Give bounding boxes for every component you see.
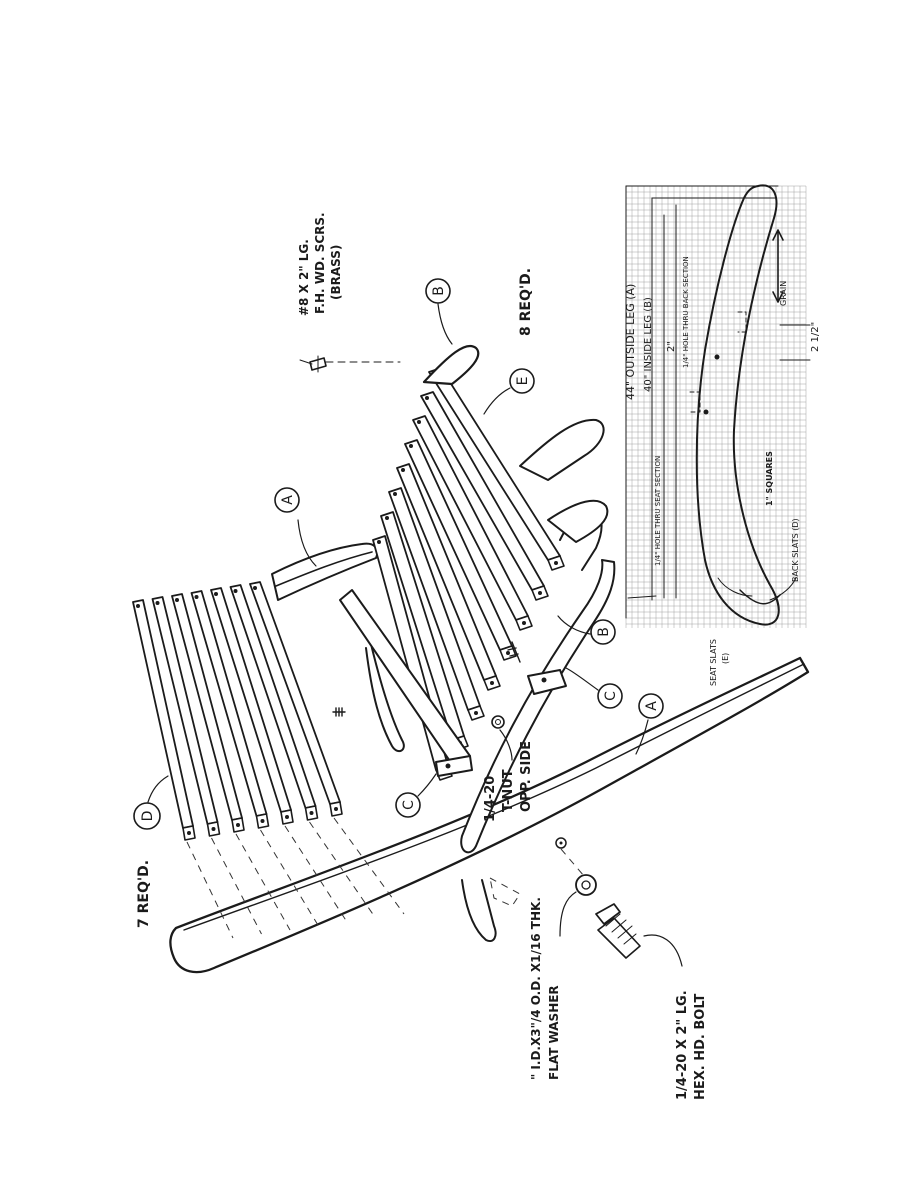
- grain-label: GRAIN: [779, 281, 788, 306]
- inside-leg-label: 40" INSIDE LEG (B): [643, 297, 654, 392]
- seat-hole-marker: [703, 409, 709, 415]
- seat-slats-group: [372, 367, 565, 781]
- cleat-upper: [527, 669, 567, 695]
- svg-text:A: A: [644, 701, 660, 711]
- squares-label: 1" SQUARES: [765, 451, 774, 506]
- b-quantity: 8 REQ'D.: [518, 268, 534, 336]
- screw-callout-line1: #8 X 2" LG.: [297, 239, 311, 316]
- seat-slat: [388, 487, 485, 721]
- seat-slat: [412, 415, 533, 631]
- hole-seat-label: 1/4" HOLE THRU SEAT SECTION: [654, 456, 662, 566]
- hardware: [299, 355, 641, 959]
- leg-profile-outline: [695, 184, 780, 626]
- callout-b-mid: B: [557, 615, 616, 645]
- svg-text:E: E: [515, 377, 531, 386]
- callout-b-top: B: [425, 278, 453, 345]
- back-slat-screw: [332, 707, 346, 717]
- seat-slat: [420, 391, 549, 601]
- two-half-dim: 2 1/2": [810, 322, 821, 352]
- callout-e: E: [483, 368, 535, 415]
- inside-leg-trim-line: [739, 589, 781, 605]
- two-inch-dim: 2": [666, 341, 677, 352]
- callout-c-right: C: [565, 667, 623, 709]
- washer-callout-line1: " I.D.X3"/4 O.D. X1/16 THK.: [529, 897, 543, 1080]
- back-slats-group: [132, 581, 405, 939]
- back-slat: [249, 581, 405, 915]
- bolt-callout-line2: HEX. HD. BOLT: [693, 994, 708, 1100]
- tnut-callout-line3: OPP. SIDE: [519, 741, 534, 812]
- back-slat: [190, 590, 319, 927]
- back-slat: [171, 593, 291, 931]
- seat-slat-notch: [689, 391, 701, 413]
- back-hole-marker: [714, 354, 720, 360]
- svg-text:B: B: [596, 627, 612, 637]
- svg-text:C: C: [401, 800, 417, 810]
- back-slat: [229, 584, 376, 919]
- t-nut: [491, 715, 505, 729]
- back-slats-leader: [769, 577, 797, 601]
- screw-callout-line3: (BRASS): [329, 245, 343, 300]
- outside-leg-arrow-left: [627, 595, 657, 599]
- inside-leg-b-upper: [422, 344, 609, 543]
- tnut-leader: [499, 729, 513, 761]
- hole-back-label: 1/4" HOLE THRU BACK SECTION: [682, 256, 690, 368]
- back-slat: [151, 596, 262, 935]
- brass-screw: [299, 355, 401, 373]
- screw-callout-line2: F.H. WD. SCRS.: [313, 212, 327, 314]
- leg-bolt-hole: [555, 837, 567, 849]
- washer-callout-line2: FLAT WASHER: [547, 985, 561, 1080]
- leg-profile-pattern: 44" OUTSIDE LEG (A) 40" INSIDE LEG (B) 2…: [624, 184, 821, 686]
- callout-a-top: A: [274, 487, 317, 567]
- profile-dimension-lines: [625, 185, 811, 619]
- back-slat: [132, 599, 234, 939]
- hex-bolt: [595, 903, 641, 959]
- svg-text:D: D: [140, 811, 156, 822]
- svg-text:C: C: [603, 691, 619, 701]
- back-slat-notch: [737, 311, 747, 333]
- callout-a-right: A: [635, 693, 664, 755]
- side-rail-a: [271, 542, 405, 753]
- washer-leader: [559, 891, 577, 937]
- seat-slat: [404, 439, 517, 661]
- cleat-screw: [507, 641, 521, 663]
- seat-slat: [396, 463, 501, 691]
- d-quantity: 7 REQ'D.: [136, 860, 152, 928]
- seat-slats-leader: [717, 577, 753, 597]
- callout-d: D: [133, 775, 169, 830]
- flat-washer: [560, 848, 597, 896]
- seat-slats-label-1: SEAT SLATS: [709, 639, 718, 686]
- back-slat: [210, 587, 348, 923]
- outside-leg-label: 44" OUTSIDE LEG (A): [624, 284, 637, 400]
- tnut-callout-line2: T-NUT: [501, 769, 516, 812]
- svg-text:A: A: [280, 495, 296, 505]
- cleats-c: [339, 589, 567, 777]
- back-slats-label: BACK SLATS (D): [791, 518, 800, 582]
- callout-c-left: C: [395, 773, 437, 818]
- one-inch-grid: [625, 185, 807, 628]
- grain-arrow: [772, 229, 784, 303]
- tnut-callout-line1: 1/4-20: [483, 776, 498, 822]
- bolt-callout-line1: 1/4-20 X 2" LG.: [675, 990, 690, 1100]
- svg-text:B: B: [431, 286, 447, 296]
- seat-slats-label-2: (E): [721, 653, 730, 664]
- part-callouts: A B E B C A C: [133, 278, 664, 830]
- bolt-leader: [643, 934, 683, 967]
- text-callouts: #8 X 2" LG. F.H. WD. SCRS. (BRASS) 8 REQ…: [136, 212, 708, 1100]
